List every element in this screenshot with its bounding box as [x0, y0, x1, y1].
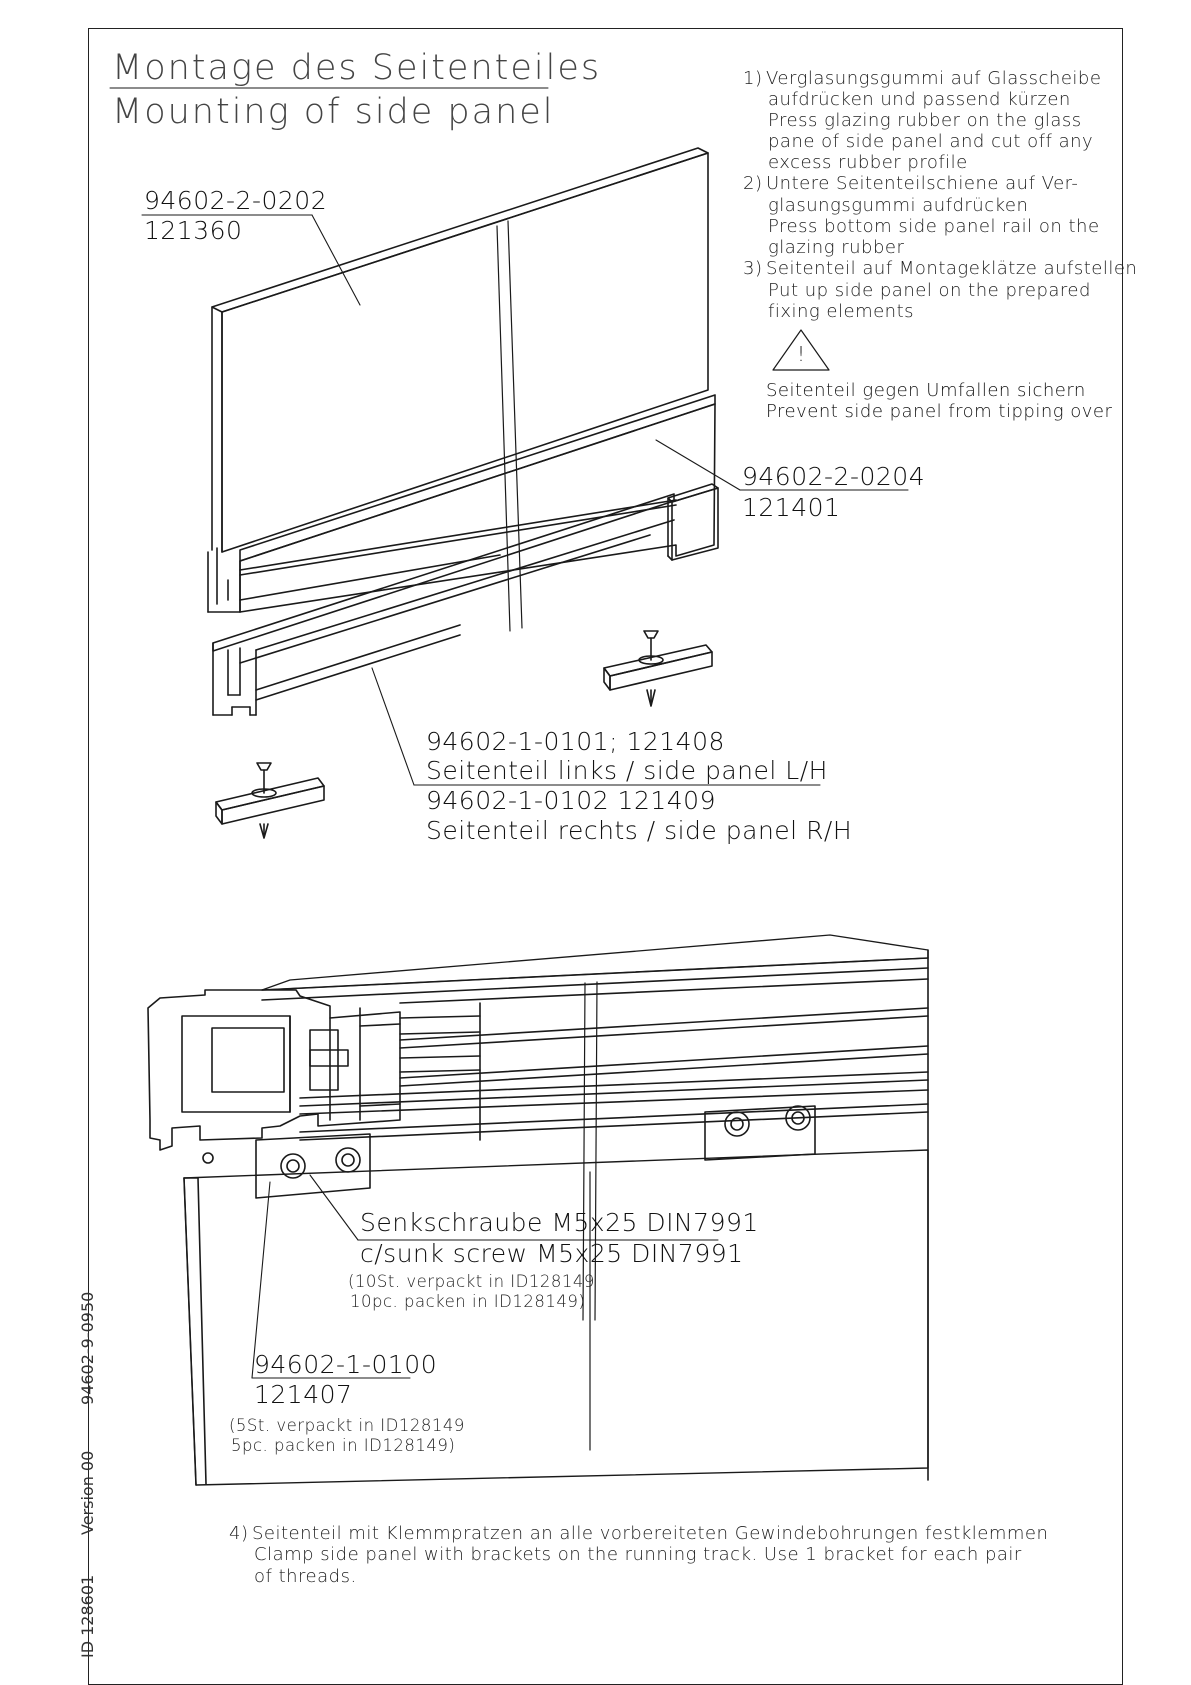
instruction-2-line-1: Untere Seitenteilschiene auf Ver- — [766, 173, 1079, 194]
instruction-1-number: 1) — [743, 68, 763, 89]
instruction-3-line-3: fixing elements — [768, 301, 915, 322]
instruction-2-line-3: Press bottom side panel rail on the — [768, 216, 1100, 237]
screw-pack-1: (10St. verpackt in ID128149 — [348, 1272, 595, 1291]
instruction-3-line-1: Seitenteil auf Montageklätze aufstellen — [766, 258, 1138, 279]
warning-en: Prevent side panel from tipping over — [766, 401, 1113, 422]
instruction-2-line-2: glasungsgummi aufdrücken — [768, 195, 1029, 216]
instruction-1-line-4: pane of side panel and cut off any — [768, 131, 1094, 152]
running-track-assembly — [147, 934, 929, 1486]
screw-pack-2: 10pc. packen in ID128149) — [350, 1292, 586, 1311]
step-4-line-2: Clamp side panel with brackets on the ru… — [254, 1544, 1022, 1565]
step-4-line-3: of threads. — [254, 1566, 357, 1587]
warning-de: Seitenteil gegen Umfallen sichern — [766, 380, 1086, 401]
side-panel-line-4: Seitenteil rechts / side panel R/H — [426, 816, 853, 845]
instruction-1-line-5: excess rubber profile — [768, 152, 968, 173]
step-4-line-1: Seitenteil mit Klemmpratzen an alle vorb… — [252, 1523, 1049, 1544]
bracket-id: 121407 — [254, 1380, 353, 1409]
bracket-code: 94602-1-0100 — [254, 1350, 438, 1379]
glass-panel — [211, 147, 709, 632]
sidebar-version: Version 00 — [78, 1450, 97, 1535]
instruction-3-line-2: Put up side panel on the prepared — [768, 280, 1091, 301]
side-panel-line-1: 94602-1-0101; 121408 — [426, 727, 725, 756]
warning-triangle-icon — [772, 329, 830, 371]
screw-line-1: Senkschraube M5x25 DIN7991 — [360, 1208, 759, 1237]
side-panel-line-2: Seitenteil links / side panel L/H — [426, 756, 828, 785]
u-profile-rail — [212, 493, 675, 716]
instruction-1-line-1: Verglasungsgummi auf Glasscheibe — [766, 68, 1102, 89]
fixing-element-right — [603, 630, 713, 707]
leader-lines-lower — [251, 1174, 719, 1379]
warning-symbol: ! — [797, 342, 806, 366]
screw-line-2: c/sunk screw M5x25 DIN7991 — [360, 1239, 744, 1268]
instruction-2-line-4: glazing rubber — [768, 237, 905, 258]
glazing-rubber-code: 94602-2-0202 — [144, 186, 328, 215]
bracket-pack-2: 5pc. packen in ID128149) — [231, 1436, 456, 1455]
fixing-element-left — [215, 762, 325, 839]
title-en: Mounting of side panel — [112, 92, 555, 132]
glazing-rubber-id: 121360 — [144, 216, 243, 245]
instruction-3-number: 3) — [743, 258, 763, 279]
step-4-number: 4) — [229, 1523, 249, 1544]
end-block — [667, 483, 719, 561]
leader-lines-upper — [141, 214, 909, 786]
bottom-rail-id: 121401 — [742, 493, 841, 522]
instruction-2-number: 2) — [743, 173, 763, 194]
sidebar-drawing-number: 94602-9-0950 — [78, 1291, 97, 1405]
bracket-pack-1: (5St. verpackt in ID128149 — [229, 1416, 465, 1435]
side-panel-line-3: 94602-1-0102 121409 — [426, 786, 716, 815]
sidebar-document-id: ID 128601 — [78, 1574, 97, 1658]
bottom-rail-code: 94602-2-0204 — [742, 462, 926, 491]
instruction-1-line-3: Press glazing rubber on the glass — [768, 110, 1082, 131]
instruction-1-line-2: aufdrücken und passend kürzen — [768, 89, 1071, 110]
title-de: Montage des Seitenteiles — [112, 48, 602, 88]
